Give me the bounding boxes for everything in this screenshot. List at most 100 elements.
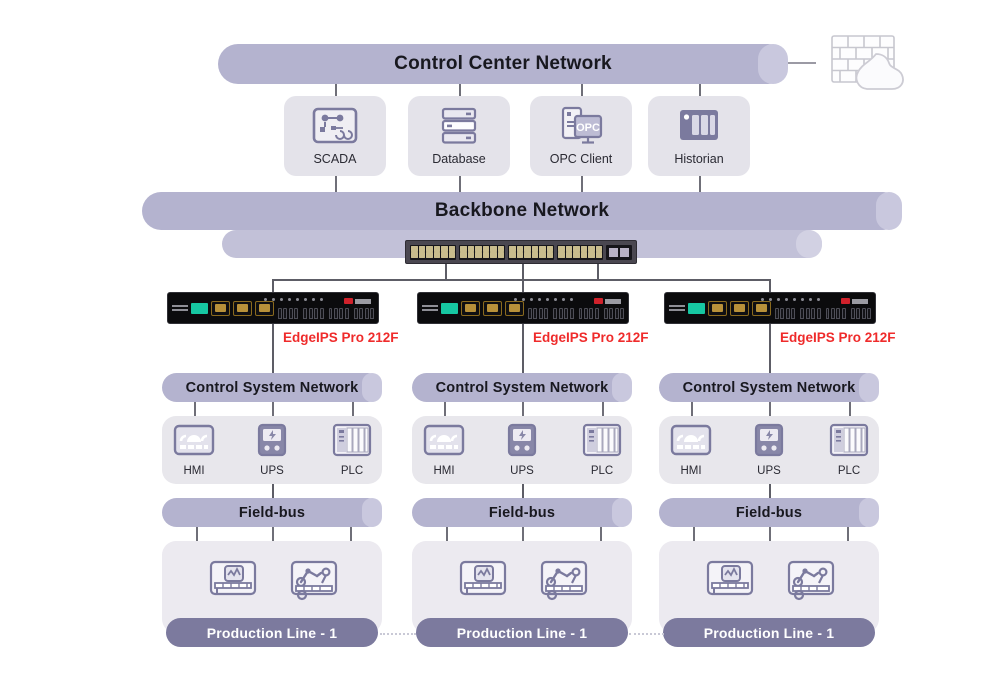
link-csn-plc-3 (849, 402, 851, 416)
switch-port-group (557, 244, 603, 260)
device-ups-label: UPS (757, 465, 781, 477)
appliance-brand-mark (669, 296, 685, 320)
link-fieldbus-prod-1c (350, 527, 352, 545)
device-ups[interactable]: UPS (493, 421, 551, 477)
bar-end-cap (796, 230, 822, 258)
appliance-right-ports (278, 296, 374, 320)
hmi-gauge-panel-icon (668, 421, 714, 461)
fieldbus-bar[interactable]: Field-bus (412, 498, 632, 527)
node-opc-client[interactable]: OPC OPC Client (530, 96, 632, 176)
conveyor-inspection-machine-icon (704, 557, 756, 605)
control-system-network-bar[interactable]: Control System Network (659, 373, 879, 402)
device-plc[interactable]: PLC (820, 421, 878, 477)
link-database-backbone (459, 176, 461, 192)
firewall-icon (812, 28, 912, 96)
control-center-network-label: Control Center Network (394, 53, 612, 74)
production-line-connector (629, 633, 664, 635)
switch-port-group (508, 244, 554, 260)
appliance-power-terminal (688, 302, 705, 314)
link-fieldbus-prod-2b (522, 527, 524, 545)
backbone-network-label: Backbone Network (434, 200, 610, 221)
edgeips-appliance[interactable] (167, 292, 379, 324)
link-historian-backbone (699, 176, 701, 192)
link-opc-backbone (581, 176, 583, 192)
device-plc-label: PLC (837, 465, 861, 477)
fieldbus-bar[interactable]: Field-bus (162, 498, 382, 527)
appliance-status-leds (761, 298, 820, 301)
node-scada[interactable]: SCADA (284, 96, 386, 176)
edgeips-appliance[interactable] (664, 292, 876, 324)
bar-end-cap (859, 373, 879, 402)
link-bus-ips-3 (769, 279, 772, 293)
appliance-bypass-port (708, 300, 727, 316)
appliance-bypass-port (233, 300, 252, 316)
production-line-pill[interactable]: Production Line - 1 (166, 618, 378, 647)
production-line-pill[interactable]: Production Line - 1 (663, 618, 875, 647)
backbone-network-bar[interactable]: Backbone Network (142, 192, 902, 230)
link-ips-csn-2 (522, 324, 525, 373)
appliance-bypass-port (730, 300, 749, 316)
link-csn-ups-2 (522, 402, 524, 416)
opc-client-monitor-icon: OPC (555, 105, 607, 147)
core-switch[interactable] (405, 240, 637, 264)
link-ccn-historian (699, 84, 701, 102)
hmi-gauge-panel-icon (171, 421, 217, 461)
control-system-network-bar[interactable]: Control System Network (412, 373, 632, 402)
appliance-right-ports (528, 296, 624, 320)
device-hmi-label: HMI (183, 465, 205, 477)
link-csn-plc-1 (352, 402, 354, 416)
switch-port-group (410, 244, 456, 260)
device-plc-label: PLC (340, 465, 364, 477)
node-opc-client-label: OPC Client (549, 152, 613, 166)
link-ccn-database (459, 84, 461, 102)
node-database-label: Database (432, 152, 486, 166)
device-hmi-label: HMI (433, 465, 455, 477)
production-panel (659, 541, 879, 633)
link-switch-bus-left (445, 264, 448, 280)
device-ups[interactable]: UPS (740, 421, 798, 477)
bar-end-cap (876, 192, 902, 230)
robotic-arm-assembly-icon (538, 557, 590, 605)
link-csn-ups-3 (769, 402, 771, 416)
link-bus-ips-1 (272, 279, 275, 293)
appliance-bypass-port (483, 300, 502, 316)
control-system-network-label: Control System Network (682, 379, 856, 396)
device-hmi[interactable]: HMI (165, 421, 223, 477)
link-ccn-opc (581, 84, 583, 102)
device-hmi[interactable]: HMI (415, 421, 473, 477)
link-switch-bus-mid (522, 264, 525, 280)
appliance-bypass-port (752, 300, 771, 316)
bar-end-cap (612, 498, 632, 527)
link-devices-fieldbus-3 (769, 484, 772, 498)
device-ups-label: UPS (510, 465, 534, 477)
production-line-label: Production Line - 1 (456, 624, 588, 641)
edgeips-label: EdgeIPS Pro 212F (283, 330, 399, 345)
plc-rack-modules-icon (579, 421, 625, 461)
device-plc[interactable]: PLC (323, 421, 381, 477)
link-switch-bus-right (597, 264, 600, 280)
ups-battery-bolt-icon (499, 421, 545, 461)
node-historian[interactable]: Historian (648, 96, 750, 176)
device-plc[interactable]: PLC (573, 421, 631, 477)
hmi-gauge-panel-icon (421, 421, 467, 461)
node-database[interactable]: Database (408, 96, 510, 176)
database-server-stack-icon (433, 105, 485, 147)
link-csn-hmi-3 (691, 402, 693, 416)
node-historian-label: Historian (674, 152, 724, 166)
fieldbus-bar[interactable]: Field-bus (659, 498, 879, 527)
control-system-network-bar[interactable]: Control System Network (162, 373, 382, 402)
bar-end-cap (362, 498, 382, 527)
historian-server-icon (673, 105, 725, 147)
edgeips-label: EdgeIPS Pro 212F (780, 330, 896, 345)
fieldbus-label: Field-bus (488, 504, 556, 521)
control-system-network-label: Control System Network (185, 379, 359, 396)
control-center-network-bar[interactable]: Control Center Network (218, 44, 788, 84)
production-line-pill[interactable]: Production Line - 1 (416, 618, 628, 647)
edgeips-appliance[interactable] (417, 292, 629, 324)
conveyor-inspection-machine-icon (207, 557, 259, 605)
device-hmi[interactable]: HMI (662, 421, 720, 477)
device-ups-label: UPS (260, 465, 284, 477)
link-csn-hmi-1 (194, 402, 196, 416)
control-system-network-label: Control System Network (435, 379, 609, 396)
device-ups[interactable]: UPS (243, 421, 301, 477)
